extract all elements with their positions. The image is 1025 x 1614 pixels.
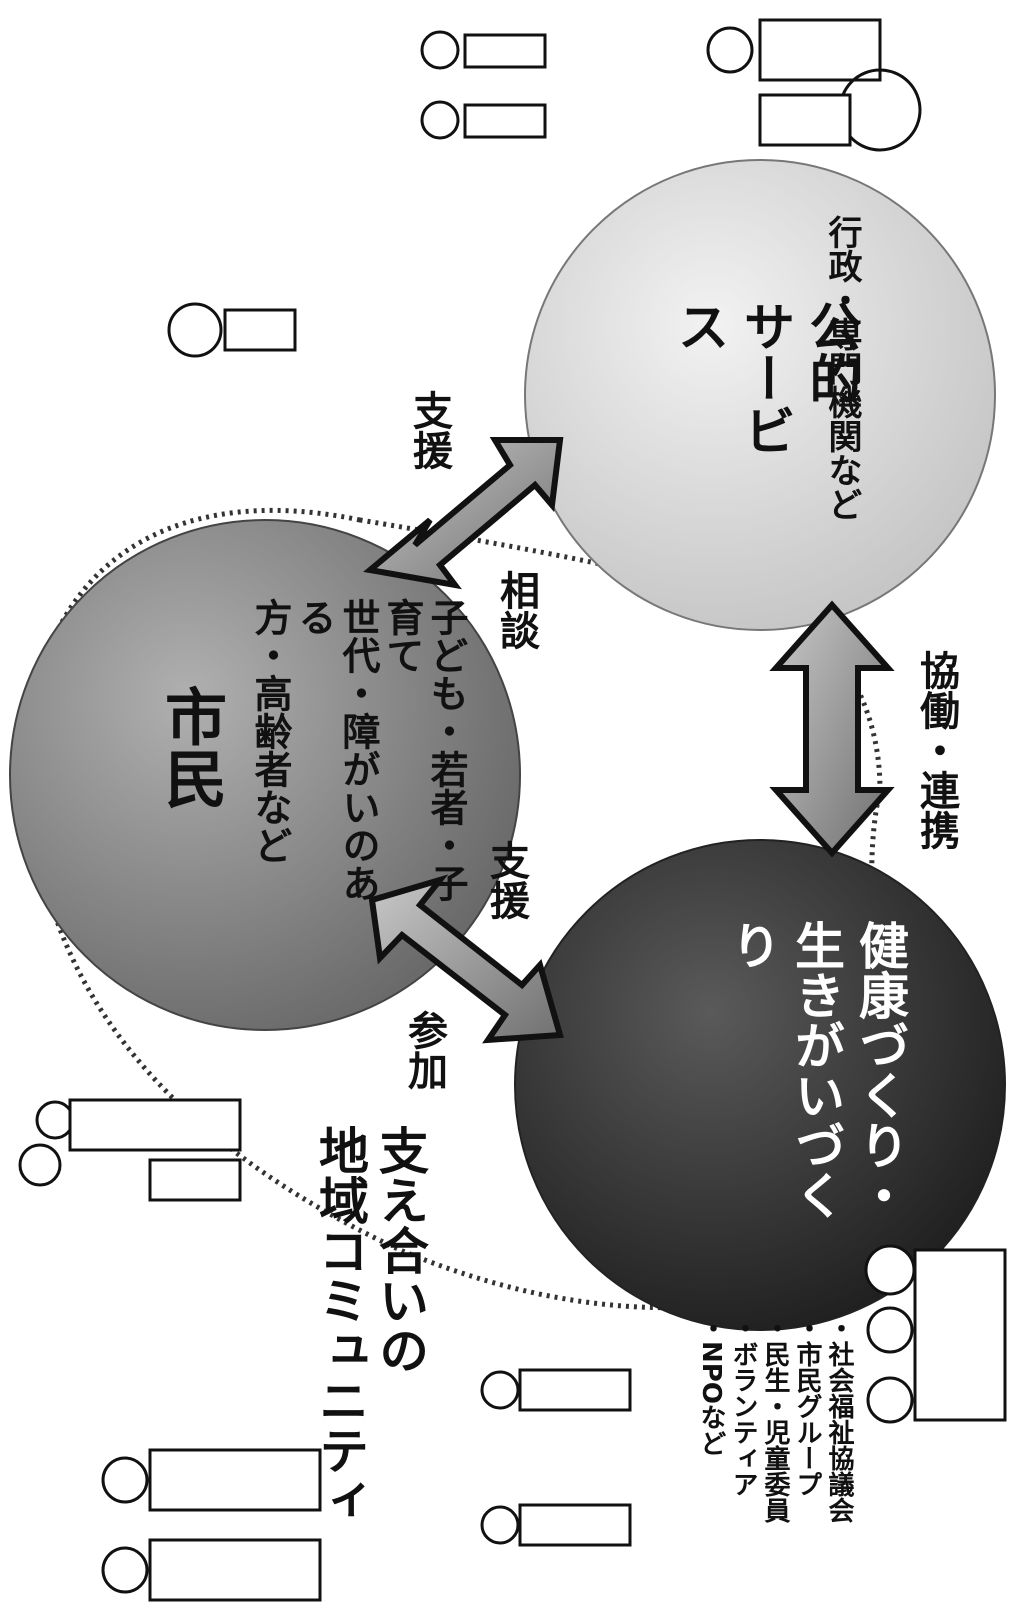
community-title: 支え合いの 地域コミュニティ <box>310 1125 430 1545</box>
health-title-line: 健康づくり・ <box>851 920 909 1220</box>
community-title-line: 支え合いの <box>371 1125 429 1375</box>
support-join-arrow <box>368 874 564 1044</box>
citizen-desc-line: 方・高齢者など <box>248 598 292 864</box>
citizen-desc: 子ども・若者・子育て 世代・障がいのある 方・高齢者など <box>248 598 468 928</box>
health-title: 健康づくり・ 生きがいづくり <box>720 920 912 1250</box>
cooperation-label: 協働・連携 <box>913 650 959 850</box>
cooperation-arrow <box>769 600 895 858</box>
public-title-line: サービス <box>668 300 794 456</box>
member-list-item: ・社会福祉協議会 <box>824 1315 854 1523</box>
public-title: 公的 サービス <box>665 300 863 500</box>
public-title-line: 公的 <box>800 300 860 404</box>
citizen-title: 市民 <box>154 685 227 809</box>
citizen-desc-line: 子ども・若者・子育て <box>380 598 468 902</box>
health-title-line: 生きがいづくり <box>723 920 845 1220</box>
member-list-item: ・民生・児童委員 <box>760 1315 790 1523</box>
public-desc: 行政・専門機関など <box>822 215 862 521</box>
health-circle <box>514 839 1006 1331</box>
member-list-item: ・ボランティア <box>728 1315 758 1497</box>
support-consult-arrow <box>363 437 564 590</box>
public-service-circle <box>524 159 996 631</box>
citizen-desc-line: 世代・障がいのある <box>292 598 380 902</box>
community-title-line: 地域コミュニティ <box>311 1125 369 1525</box>
member-list-item: ・NPOなど <box>696 1315 726 1456</box>
person-illustrations <box>18 18 1007 1602</box>
support-label-left: 支援 <box>483 840 529 920</box>
support-label-top: 支援 <box>406 390 452 470</box>
join-label: 参加 <box>401 1010 447 1090</box>
member-list: ・社会福祉協議会 ・市民グループ ・民生・児童委員 ・ボランティア ・NPOなど <box>695 1315 855 1610</box>
consult-label: 相談 <box>493 570 539 650</box>
member-list-item: ・市民グループ <box>792 1315 822 1497</box>
